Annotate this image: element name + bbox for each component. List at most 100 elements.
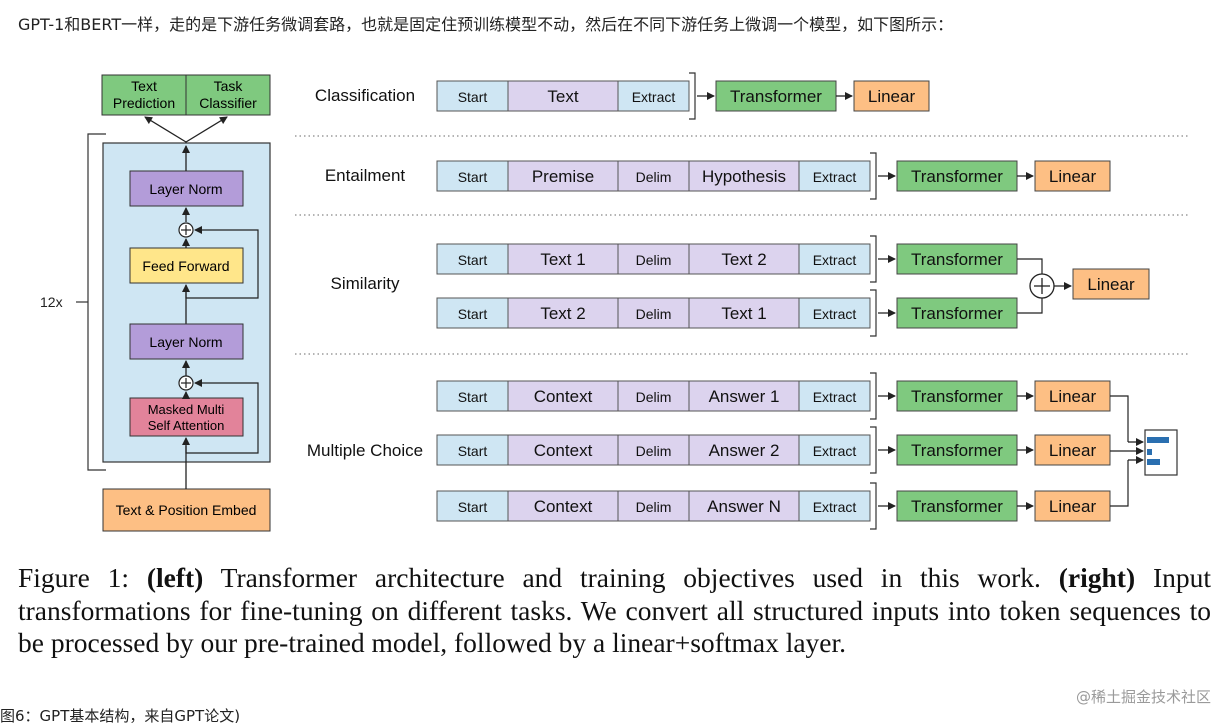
token-label: Delim: [636, 252, 672, 268]
task-label-classification: Classification: [315, 86, 415, 105]
embed-label: Text & Position Embed: [116, 502, 257, 518]
transformer-box: [896, 380, 1018, 412]
token-label: Delim: [636, 443, 672, 459]
linear-box-label: Linear: [1087, 275, 1135, 294]
token-label: Extract: [813, 443, 857, 459]
token-label: Start: [458, 389, 488, 405]
linear-box: [853, 80, 930, 112]
token-box: [436, 490, 509, 522]
token-label: Delim: [636, 499, 672, 515]
token-box: [617, 80, 690, 112]
token-label: Premise: [532, 167, 594, 186]
token-label: Start: [458, 306, 488, 322]
layer-norm-top-label: Layer Norm: [149, 181, 222, 197]
token-box: [798, 380, 871, 412]
token-box: [798, 490, 871, 522]
linear-box: [1072, 268, 1150, 300]
token-box: [617, 297, 690, 329]
token-label: Text: [547, 87, 578, 106]
embed-box: [102, 488, 271, 532]
caption-right-text: Input transformations for fine-tuning on…: [18, 562, 1211, 658]
token-label: Delim: [636, 306, 672, 322]
layer-norm-bottom-label: Layer Norm: [149, 334, 222, 350]
caption-left-text: Transformer architecture and training ob…: [220, 562, 1041, 593]
token-box: [507, 80, 619, 112]
token-box: [436, 297, 509, 329]
token-label: Extract: [813, 306, 857, 322]
linear-box-label: Linear: [1049, 441, 1097, 460]
token-label: Answer 1: [709, 387, 780, 406]
token-label: Hypothesis: [702, 167, 786, 186]
token-box: [617, 490, 690, 522]
task-label-entailment: Entailment: [325, 166, 406, 185]
watermark: @稀土掘金技术社区: [1075, 688, 1211, 706]
layer-norm-top: [129, 170, 244, 207]
intro-text: GPT-1和BERT一样，走的是下游任务微调套路，也就是固定住预训练模型不动，然…: [18, 15, 954, 34]
token-box: [688, 434, 800, 466]
figure-label: 图6：GPT基本结构，来自GPT论文): [0, 707, 241, 725]
token-box: [617, 380, 690, 412]
transformer-box: [896, 160, 1018, 192]
token-box: [617, 434, 690, 466]
token-box: [436, 380, 509, 412]
task-label-similarity: Similarity: [331, 274, 400, 293]
token-box: [507, 243, 619, 275]
transformer-box-label: Transformer: [911, 441, 1003, 460]
token-box: [798, 297, 871, 329]
task-label-multiple-choice: Multiple Choice: [307, 441, 423, 460]
token-box: [798, 243, 871, 275]
token-box: [688, 243, 800, 275]
transformer-box-label: Transformer: [911, 497, 1003, 516]
repeat-count: 12x: [40, 294, 63, 310]
transformer-box: [896, 434, 1018, 466]
token-box: [798, 160, 871, 192]
token-box: [436, 160, 509, 192]
caption-left-bold: (left): [146, 562, 204, 593]
token-label: Extract: [813, 252, 857, 268]
token-box: [507, 380, 619, 412]
token-label: Extract: [813, 499, 857, 515]
token-box: [436, 80, 509, 112]
token-label: Context: [534, 441, 593, 460]
figure-caption: Figure 1: (left) Transformer architectur…: [18, 562, 1211, 660]
transformer-box-label: Transformer: [911, 387, 1003, 406]
transformer-box-label: Transformer: [911, 304, 1003, 323]
token-box: [688, 490, 800, 522]
token-label: Delim: [636, 389, 672, 405]
token-label: Start: [458, 169, 488, 185]
token-box: [688, 160, 800, 192]
token-label: Text 2: [540, 304, 585, 323]
token-label: Delim: [636, 169, 672, 185]
token-label: Context: [534, 387, 593, 406]
linear-box: [1034, 434, 1111, 466]
token-label: Text 1: [721, 304, 766, 323]
transformer-box: [715, 80, 837, 112]
linear-box: [1034, 380, 1111, 412]
token-label: Context: [534, 497, 593, 516]
linear-box-label: Linear: [1049, 167, 1097, 186]
linear-box: [1034, 160, 1111, 192]
layer-norm-bottom: [129, 323, 244, 360]
caption-right-bold: (right): [1058, 562, 1136, 593]
transformer-box: [896, 490, 1018, 522]
token-label: Start: [458, 89, 488, 105]
token-box: [507, 490, 619, 522]
linear-box-label: Linear: [1049, 497, 1097, 516]
feed-forward-label: Feed Forward: [142, 258, 229, 274]
token-box: [617, 160, 690, 192]
token-label: Start: [458, 252, 488, 268]
token-label: Extract: [632, 89, 676, 105]
caption-figure-no: Figure 1:: [18, 562, 129, 593]
token-label: Text 1: [540, 250, 585, 269]
token-label: Text 2: [721, 250, 766, 269]
token-label: Start: [458, 443, 488, 459]
transformer-box-label: Transformer: [911, 250, 1003, 269]
token-box: [798, 434, 871, 466]
token-label: Start: [458, 499, 488, 515]
token-label: Extract: [813, 169, 857, 185]
